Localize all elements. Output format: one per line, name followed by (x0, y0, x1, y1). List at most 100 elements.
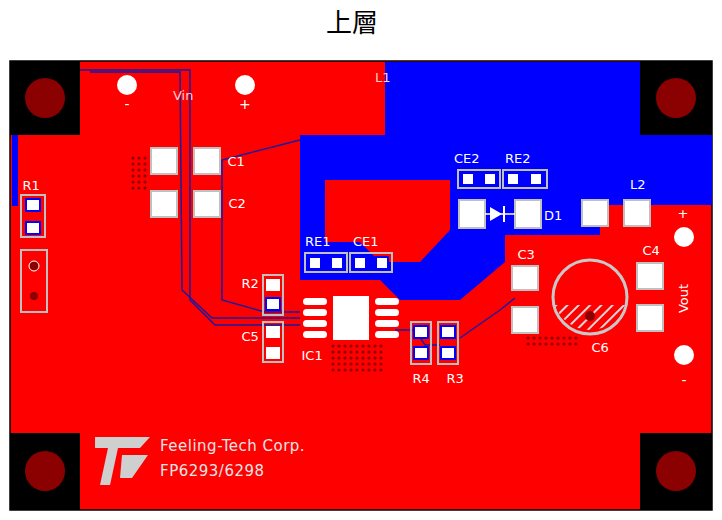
part-label: C5 (242, 330, 259, 343)
via (562, 336, 565, 339)
via (349, 344, 352, 347)
part-label: R3 (447, 372, 464, 385)
via (349, 350, 352, 353)
via (343, 350, 346, 353)
via (143, 168, 146, 171)
via (538, 336, 541, 339)
via (367, 356, 370, 359)
via (373, 344, 376, 347)
via (143, 174, 146, 177)
via (550, 336, 553, 339)
via (562, 342, 565, 345)
via (355, 356, 358, 359)
polarity-mark: - (682, 373, 687, 387)
polarity-mark: + (239, 97, 251, 111)
via (137, 162, 140, 165)
via (143, 156, 146, 159)
via (349, 368, 352, 371)
via (373, 362, 376, 365)
via (355, 344, 358, 347)
via (343, 344, 346, 347)
via (550, 342, 553, 345)
via (137, 156, 140, 159)
via (355, 350, 358, 353)
via (532, 342, 535, 345)
part-label: C4 (643, 244, 660, 257)
part-label: CE2 (454, 152, 480, 165)
via (337, 344, 340, 347)
via (331, 344, 334, 347)
via (343, 368, 346, 371)
via (379, 362, 382, 365)
via (137, 174, 140, 177)
via (361, 368, 364, 371)
terminal-label: Vin (173, 89, 193, 102)
via (137, 168, 140, 171)
via (367, 362, 370, 365)
via (131, 186, 134, 189)
part-label: RE2 (505, 152, 531, 165)
via (538, 342, 541, 345)
via (349, 356, 352, 359)
via (143, 180, 146, 183)
via (349, 362, 352, 365)
via (574, 342, 577, 345)
terminal-label: Vout (677, 283, 690, 312)
part-label: C3 (518, 248, 535, 261)
via (337, 362, 340, 365)
via (556, 336, 559, 339)
via (355, 368, 358, 371)
via (526, 336, 529, 339)
via (526, 342, 529, 345)
via (331, 362, 334, 365)
via (131, 162, 134, 165)
via (137, 186, 140, 189)
via (373, 356, 376, 359)
part-label: D1 (544, 209, 562, 222)
via (367, 350, 370, 353)
company-name: Feeling-Tech Corp. (160, 439, 305, 454)
part-label: L1 (375, 71, 391, 84)
part-label: C6 (592, 341, 609, 354)
via (137, 180, 140, 183)
via (373, 350, 376, 353)
via (131, 174, 134, 177)
via (361, 350, 364, 353)
via (379, 356, 382, 359)
page-title: 上層 (326, 10, 378, 36)
via (355, 362, 358, 365)
polarity-mark: + (678, 207, 689, 220)
via (131, 156, 134, 159)
via (544, 336, 547, 339)
via (131, 180, 134, 183)
via (379, 368, 382, 371)
part-label: R2 (242, 277, 259, 290)
via (556, 342, 559, 345)
via (361, 362, 364, 365)
part-label: CE1 (353, 235, 379, 248)
via (367, 344, 370, 347)
via (568, 336, 571, 339)
part-number: FP6293/6298 (160, 464, 265, 479)
via (574, 336, 577, 339)
via (367, 368, 370, 371)
part-label: IC1 (302, 349, 323, 362)
part-label: C2 (229, 197, 246, 210)
via (343, 362, 346, 365)
via (143, 186, 146, 189)
via (568, 342, 571, 345)
via (131, 168, 134, 171)
part-label: R1 (23, 179, 40, 192)
via (361, 344, 364, 347)
part-label: L2 (630, 178, 646, 191)
via (337, 350, 340, 353)
via (544, 342, 547, 345)
part-label: C1 (228, 155, 245, 168)
via (373, 368, 376, 371)
via (343, 356, 346, 359)
via (337, 356, 340, 359)
via (379, 350, 382, 353)
via (331, 368, 334, 371)
via (331, 356, 334, 359)
